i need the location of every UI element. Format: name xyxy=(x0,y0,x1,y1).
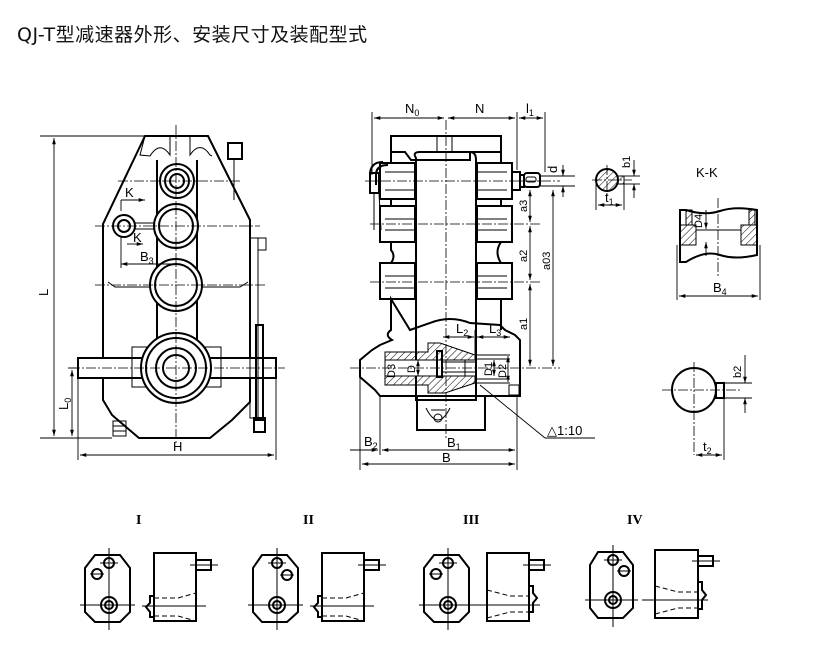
dim-b: B xyxy=(442,450,451,465)
dim-b2: B2 xyxy=(364,434,378,451)
side-view: N0 N l1 d a3 a2 a1 a03 L2 L3 D3 D D1 D2 xyxy=(350,101,595,470)
assembly-type-3-label: III xyxy=(463,513,479,528)
dim-a3: a3 xyxy=(518,200,530,212)
dim-a1: a1 xyxy=(518,318,530,330)
dim-n0: N0 xyxy=(405,101,419,118)
dim-l: L xyxy=(36,289,51,296)
key-section-2: t2 b2 xyxy=(662,355,752,460)
dim-a2: a2 xyxy=(518,250,530,262)
assembly-type-4: IV xyxy=(585,513,720,627)
dim-d: d xyxy=(545,166,560,173)
dim-b2-key: b2 xyxy=(732,366,744,378)
dim-b1: B1 xyxy=(447,435,461,452)
dim-b1-key: b1 xyxy=(621,156,633,168)
dim-d4: D4 xyxy=(693,214,705,228)
dim-t1: t1 xyxy=(605,190,614,207)
dim-a03: a03 xyxy=(541,252,553,270)
dim-l2: L2 xyxy=(456,321,468,338)
section-kk: K-K D4 B4 xyxy=(676,165,761,300)
page-title: QJ-T型减速器外形、安装尺寸及装配型式 xyxy=(17,24,368,46)
assembly-type-3: III xyxy=(419,513,551,630)
section-k-label-top: K xyxy=(125,185,134,200)
section-k-label-bottom: K xyxy=(133,230,142,245)
taper-annotation: △1:10 xyxy=(547,423,582,438)
dim-d2: D2 xyxy=(497,364,509,378)
assembly-type-4-label: IV xyxy=(627,513,643,528)
dim-d1: D1 xyxy=(483,362,495,376)
assembly-type-2: II xyxy=(248,513,386,630)
dim-l1: l1 xyxy=(526,101,534,118)
section-kk-title: K-K xyxy=(696,165,718,180)
dim-b3: B3 xyxy=(140,249,154,266)
dim-l0: L0 xyxy=(56,398,73,410)
dim-l3: L3 xyxy=(489,321,501,338)
front-view: K K B3 L L0 H xyxy=(36,125,285,460)
dim-d-bore: D xyxy=(406,365,418,373)
key-section-1: t1 b1 xyxy=(592,156,640,210)
dim-b4: B4 xyxy=(713,280,727,297)
dim-t2: t2 xyxy=(703,439,712,456)
assembly-type-2-label: II xyxy=(303,513,314,528)
assembly-type-1-label: I xyxy=(136,513,141,528)
dim-n: N xyxy=(475,101,484,116)
dim-d3: D3 xyxy=(386,364,398,378)
assembly-type-1: I xyxy=(80,513,218,630)
dim-h: H xyxy=(173,439,182,454)
